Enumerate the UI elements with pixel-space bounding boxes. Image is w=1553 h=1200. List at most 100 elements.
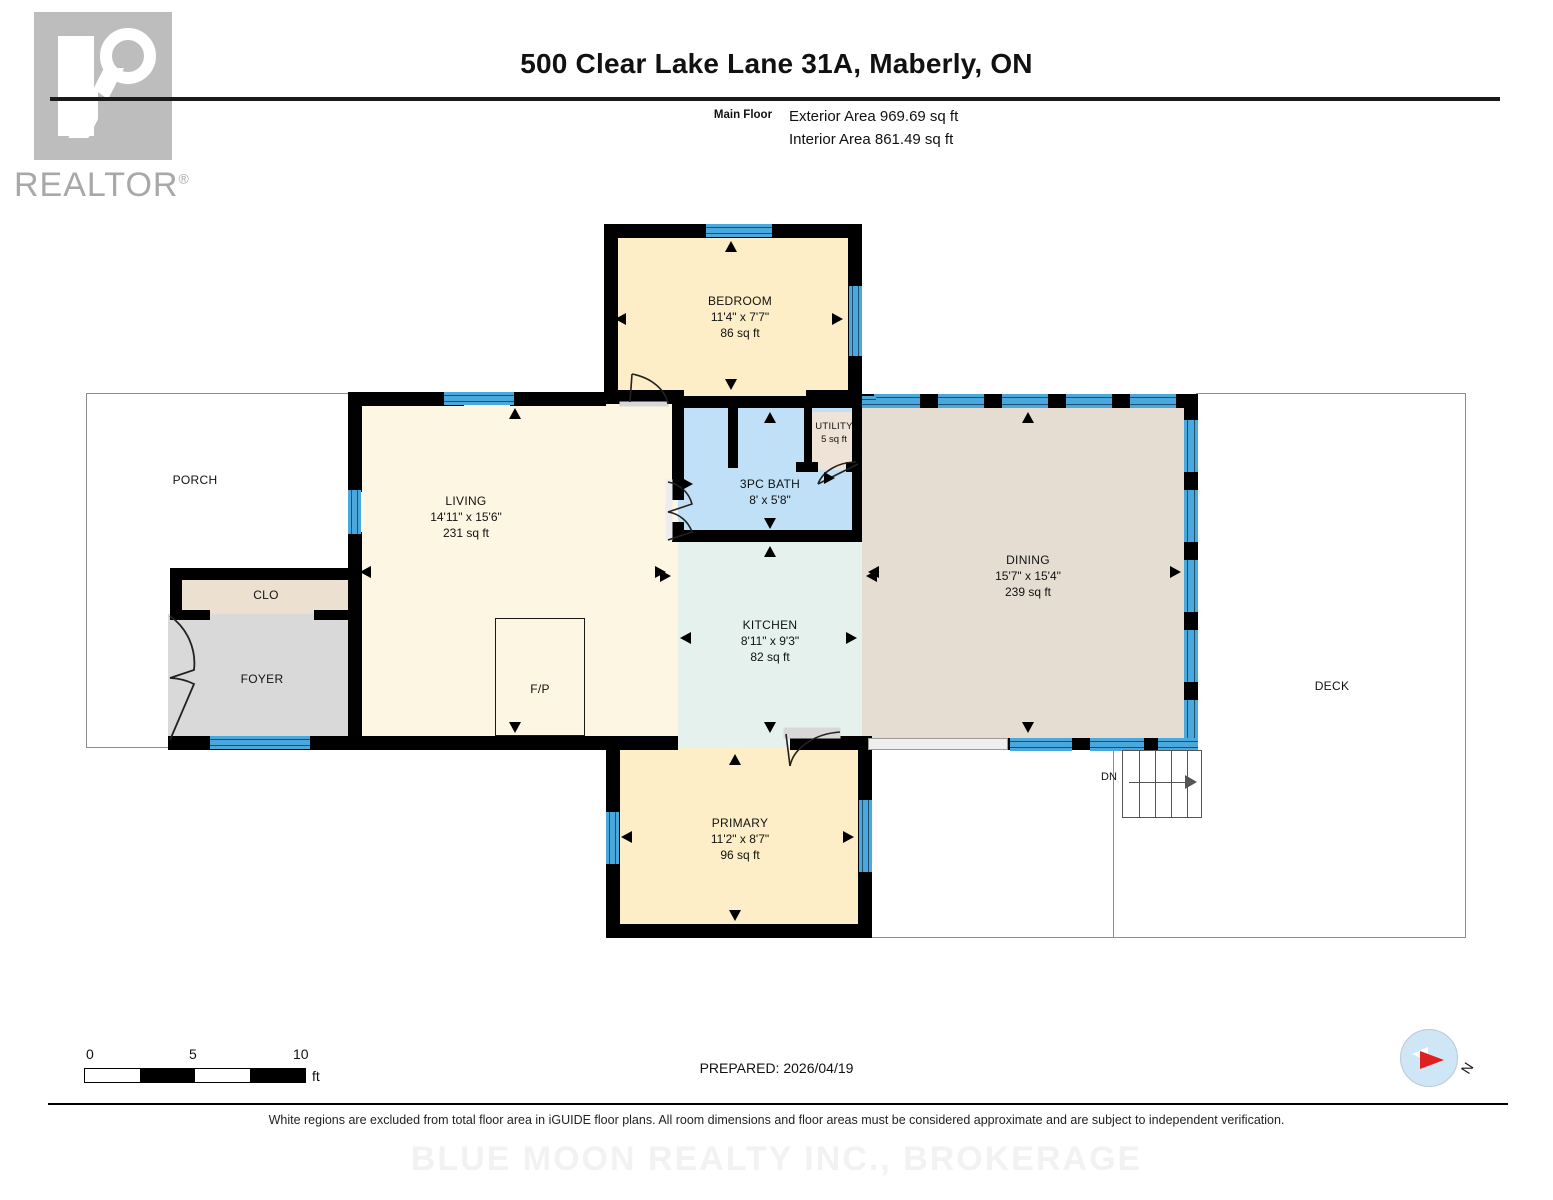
label-bedroom-name: BEDROOM (707, 294, 773, 308)
label-bath-dim: 8' x 5'8" (749, 492, 791, 507)
dim-arrow-primary-down (729, 910, 741, 921)
fireplace-label-text: F/P (530, 682, 550, 696)
label-bedroom: BEDROOM 11'4" x 7'7" 86 sq ft (638, 294, 842, 341)
stairs-down (1122, 750, 1202, 818)
label-kitchen-area: 82 sq ft (750, 649, 790, 664)
label-deck-name: DECK (1314, 679, 1350, 693)
dim-arrow-living-down (509, 722, 521, 733)
scale-bar (84, 1068, 306, 1083)
window-dining-bottom-3 (1158, 738, 1198, 751)
dim-arrow-kitchen-upleft (660, 570, 671, 582)
compass-icon (1400, 1029, 1458, 1087)
window-dining-right-2 (1184, 490, 1198, 542)
wall-closet-top (170, 568, 360, 580)
dim-arrow-kitchen-left (680, 632, 691, 644)
label-kitchen-dim: 8'11" x 9'3" (740, 633, 800, 648)
wall-closet-bottom-left (170, 610, 210, 620)
label-porch: PORCH (140, 473, 250, 489)
dim-arrow-bath-down (764, 518, 776, 529)
dim-arrow-bedroom-up (725, 241, 737, 252)
dim-arrow-dining-up (1022, 412, 1034, 423)
label-living-area: 231 sq ft (442, 525, 490, 540)
label-bedroom-dim: 11'4" x 7'7" (710, 309, 770, 324)
wall-main-top-mid (510, 392, 606, 406)
label-closet-name: CLO (253, 588, 279, 602)
dim-arrow-bath-left (682, 478, 693, 490)
room-living (358, 400, 678, 748)
scale-segment-4 (250, 1069, 305, 1082)
label-primary-dim: 11'2" x 8'7" (710, 831, 770, 846)
realtor-wordmark: REALTOR® (14, 166, 190, 205)
room-primary (618, 748, 862, 934)
wall-bath-left-upper (672, 396, 684, 500)
dim-arrow-primary-right (843, 831, 854, 843)
window-living-top (444, 392, 514, 405)
window-dining-right-3 (1184, 560, 1198, 612)
wall-bath-top (678, 396, 862, 408)
window-primary-left (606, 812, 619, 864)
window-primary-right (859, 800, 872, 872)
label-dining-dim: 15'7" x 15'4" (995, 568, 1061, 583)
dim-arrow-bedroom-left (615, 313, 626, 325)
window-dining-top-5 (1130, 394, 1176, 408)
dim-arrow-living-up (509, 408, 521, 419)
realtor-wordmark-text: REALTOR (14, 166, 179, 204)
disclaimer-text: White regions are excluded from total fl… (268, 1113, 1285, 1127)
label-dining: DINING 15'7" x 15'4" 239 sq ft (930, 553, 1126, 600)
wall-bath-bottom (672, 530, 862, 542)
window-living-left (348, 490, 361, 534)
dim-arrow-primary-up (729, 754, 741, 765)
scale-segment-2 (140, 1069, 195, 1082)
prepared-date: PREPARED: 2026/04/19 (699, 1060, 854, 1076)
scale-tick-10: 10 (293, 1046, 309, 1062)
stairs-down-label: DN (1101, 771, 1117, 783)
window-foyer-bottom (210, 736, 310, 749)
label-foyer: FOYER (182, 672, 342, 688)
wall-primary-bottom (606, 924, 872, 938)
dim-arrow-kitchen-up (764, 546, 776, 557)
dim-arrow-primary-left (621, 831, 632, 843)
wall-foyer-right-upper (348, 610, 362, 632)
room-kitchen (678, 540, 862, 748)
room-dining (862, 400, 1196, 748)
label-bath-name: 3PC BATH (739, 477, 801, 491)
window-bedroom-right (849, 286, 862, 356)
wall-living-left-lower (348, 532, 362, 748)
wall-utility-sill-left (796, 462, 818, 472)
floor-summary: Main Floor Exterior Area 969.69 sq ft In… (697, 108, 958, 154)
door-foyer-entry (160, 614, 200, 742)
label-kitchen-name: KITCHEN (742, 618, 798, 632)
compass-needle-red (1420, 1051, 1444, 1069)
scale-unit-label: ft (312, 1068, 320, 1084)
label-utility-area: 5 sq ft (821, 433, 847, 445)
window-bath-top-right (862, 396, 876, 408)
door-bedroom (618, 372, 688, 408)
label-bath: 3PC BATH 8' x 5'8" (678, 477, 862, 509)
wall-utility-left (804, 406, 812, 468)
floor-label: Main Floor (713, 109, 773, 121)
window-dining-top-1 (874, 394, 920, 408)
label-bedroom-area: 86 sq ft (720, 325, 760, 340)
wall-main-bottom-mid (308, 736, 678, 750)
wall-foyer-right-lower (348, 706, 362, 748)
label-closet: CLO (182, 588, 350, 604)
room-foyer (168, 614, 358, 742)
room-utility (810, 412, 858, 470)
window-bedroom-top (706, 224, 772, 237)
window-dining-right-1 (1184, 420, 1198, 472)
window-dining-bottom-2 (1090, 738, 1144, 751)
label-dining-area: 239 sq ft (1004, 584, 1052, 599)
dim-arrow-dining-right (1170, 566, 1181, 578)
door-bath (662, 478, 698, 544)
page-title: 500 Clear Lake Lane 31A, Maberly, ON (520, 48, 1033, 79)
window-dining-top-3 (1002, 394, 1048, 408)
dim-arrow-bath-up (764, 412, 776, 423)
scale-tick-5: 5 (189, 1046, 197, 1062)
label-utility: UTILITY 5 sq ft (806, 421, 862, 446)
window-dining-right-4 (1184, 630, 1198, 682)
label-living-dim: 14'11" x 15'6" (430, 509, 502, 524)
primary-outer-excluded (862, 748, 1114, 938)
label-porch-name: PORCH (172, 473, 218, 487)
scale-segment-1 (85, 1069, 140, 1082)
label-deck: DECK (1282, 679, 1382, 695)
